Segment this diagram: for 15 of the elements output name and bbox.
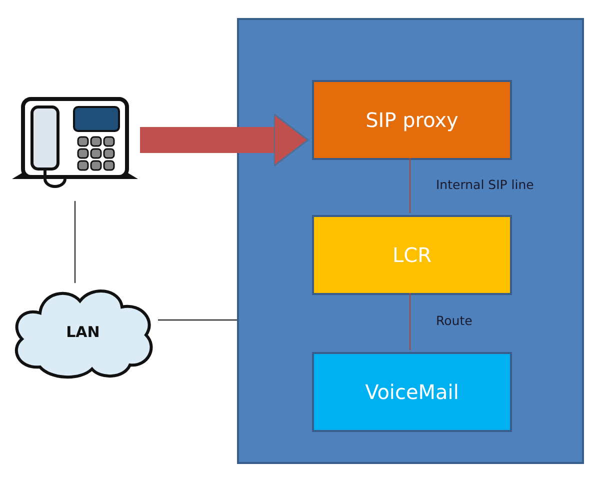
connector-line [158,319,237,321]
block-arrow [140,113,309,167]
edge-label: Internal SIP line [436,176,534,192]
system-panel [237,18,584,464]
connector-line [74,201,76,283]
node-label: SIP proxy [366,108,458,132]
node-label: LCR [392,243,432,267]
node-label: LAN [66,323,100,341]
component-box [312,80,512,160]
component-box [312,352,512,432]
edge-label: Route [436,312,472,328]
connector-line [409,293,411,350]
component-box [312,215,512,295]
connector-line [409,158,411,213]
node-label: VoiceMail [365,380,459,404]
